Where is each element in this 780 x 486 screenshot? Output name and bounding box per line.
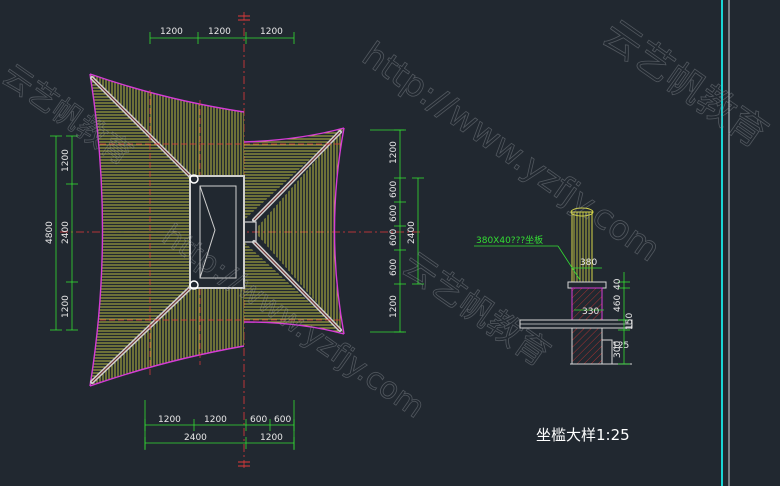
dim-right-4: 600 (389, 229, 399, 246)
detail-dim-right-a: 40 (613, 278, 623, 290)
dims-right (370, 129, 424, 333)
detail-dim-inner: 330 (582, 307, 599, 317)
detail-dim-right-d: 300 (613, 341, 623, 358)
dim-left-3: 1200 (61, 295, 71, 318)
dim-bottom-2: 1200 (204, 415, 227, 425)
dim-left-1: 1200 (61, 149, 71, 172)
dim-bottom-3: 600 (250, 415, 267, 425)
dim-right-6: 1200 (389, 295, 399, 318)
dim-left-overall: 4800 (45, 221, 55, 244)
watermark-url-1: http://www.yzfjy.com (355, 35, 667, 270)
detail-dim-small: 125 (612, 341, 629, 351)
dim-bottom-4: 600 (274, 415, 291, 425)
dims-bottom (144, 400, 295, 450)
detail-dim-right-b: 460 (613, 295, 623, 312)
dim-right-2: 600 (389, 181, 399, 198)
dim-top-1: 1200 (160, 27, 183, 37)
dim-top-3: 1200 (260, 27, 283, 37)
central-opening (189, 174, 257, 290)
plan-grid-lines (100, 90, 340, 375)
dim-bottom-overall-2: 1200 (260, 433, 283, 443)
detail-title: 坐槛大样1:25 (536, 426, 630, 444)
roof-hips-inner (91, 77, 341, 383)
dims-top (149, 32, 295, 44)
dim-top-2: 1200 (208, 27, 231, 37)
dim-right-5: 600 (389, 259, 399, 276)
axis-end-marks (238, 15, 250, 467)
watermark-cn-2: 云艺帆教育 (395, 245, 557, 375)
seat-detail (474, 207, 633, 365)
dim-right-3: 600 (389, 205, 399, 222)
detail-dim-top: 380 (580, 258, 597, 268)
detail-dim-right-c: 150 (625, 313, 635, 330)
dim-right-1: 1200 (389, 141, 399, 164)
dim-bottom-overall-1: 2400 (184, 433, 207, 443)
seat-board-callout: 380X40???坐板 (476, 234, 543, 246)
dims-left (50, 135, 78, 331)
dim-bottom-1: 1200 (158, 415, 181, 425)
watermark-cn-1: 云艺帆教育 (595, 11, 776, 156)
dim-left-2: 2400 (61, 221, 71, 244)
dim-right-overall: 2400 (407, 221, 417, 244)
